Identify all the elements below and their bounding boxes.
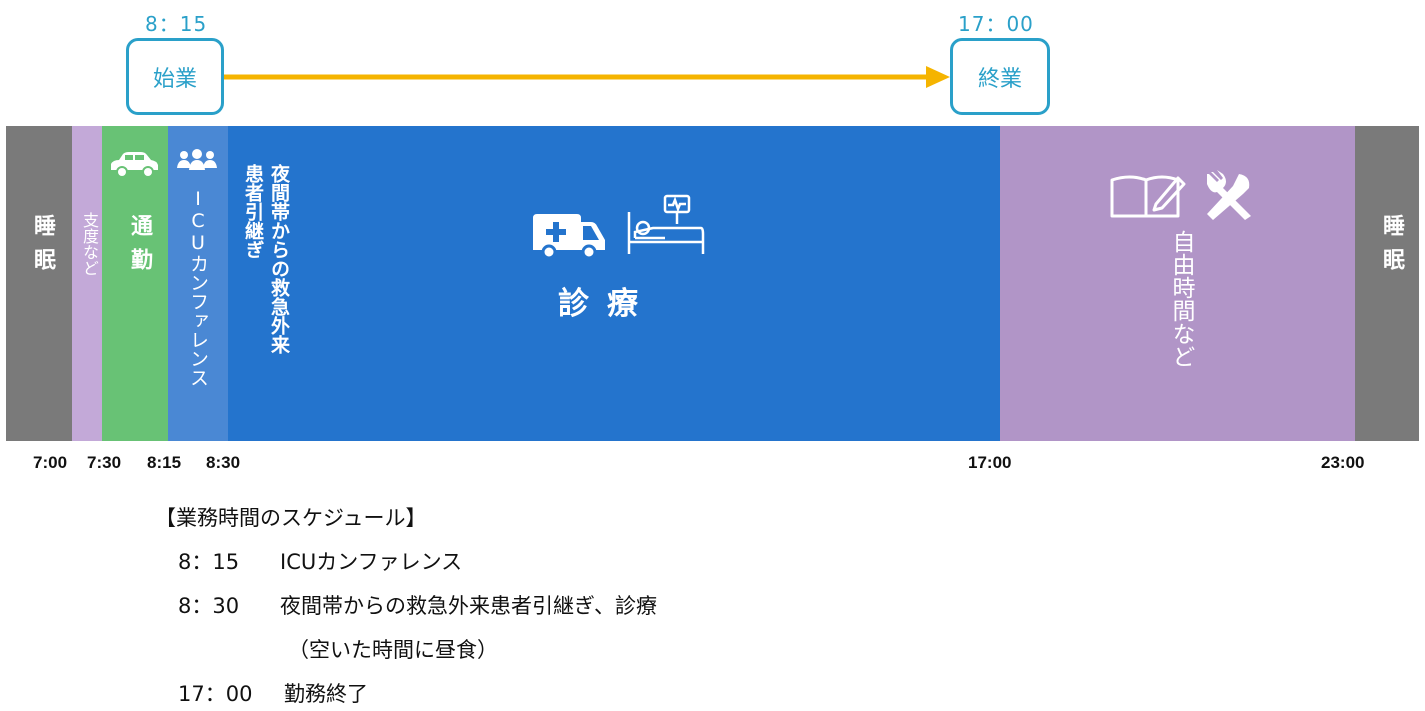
start-label: 始業 (152, 66, 197, 92)
timeline-arrow (224, 66, 950, 88)
schedule-row-text: 勤務終了 (284, 682, 368, 706)
tick-label: 23:00 (1321, 453, 1365, 472)
tick-label: 7:00 (33, 453, 68, 472)
segment-sleep-right: 睡眠 (1355, 126, 1419, 441)
segment-sleep-left: 睡眠 (6, 126, 72, 441)
segment-free-time: 自由時間など (1000, 126, 1355, 441)
end-label: 終業 (977, 66, 1022, 92)
tick-label: 7:30 (87, 453, 122, 472)
start-box: 始業 (126, 38, 224, 115)
end-box: 終業 (950, 38, 1050, 115)
schedule-row-time: 8：15 (178, 550, 240, 574)
tick-label: 8:30 (206, 453, 241, 472)
handover-line2: 患者引継ぎ (242, 164, 264, 259)
handover-line1: 夜間帯からの救急外来 (268, 164, 290, 354)
prep-label: 支度など (80, 212, 99, 276)
tick-label: 17:00 (968, 453, 1012, 472)
sleep-right-label: 睡眠 (1379, 214, 1404, 282)
care-label: 診療 (558, 286, 656, 322)
segment-prep: 支度など (72, 126, 102, 441)
ambulance-icon (533, 214, 605, 260)
start-time: 8：15 (145, 12, 208, 36)
car-icon (111, 152, 158, 178)
group-icon (177, 149, 217, 170)
commute-label: 通勤 (127, 214, 152, 282)
end-time: 17：00 (958, 12, 1034, 36)
schedule-row-text: （空いた時間に昼食） (288, 638, 498, 662)
segment-commute: 通勤 (102, 126, 168, 441)
schedule-row-time: 8：30 (178, 594, 240, 618)
tick-label: 8:15 (147, 453, 182, 472)
icu-label: ICUカンファレンス (187, 188, 209, 387)
hospital-bed-icon (627, 194, 705, 254)
free-time-label: 自由時間など (1168, 230, 1194, 368)
segment-icu: ICUカンファレンス (168, 126, 228, 441)
book-pen-icon (1110, 175, 1186, 218)
schedule-row-text: 夜間帯からの救急外来患者引継ぎ、診療 (280, 594, 657, 618)
schedule-row-time: 17：00 (178, 682, 253, 706)
sleep-left-label: 睡眠 (30, 214, 55, 282)
schedule-heading: 【業務時間のスケジュール】 (155, 506, 427, 530)
fork-knife-icon (1207, 170, 1251, 220)
schedule-row-text: ICUカンファレンス (280, 550, 463, 574)
segment-care: 夜間帯からの救急外来 患者引継ぎ 診療 (228, 126, 1000, 441)
